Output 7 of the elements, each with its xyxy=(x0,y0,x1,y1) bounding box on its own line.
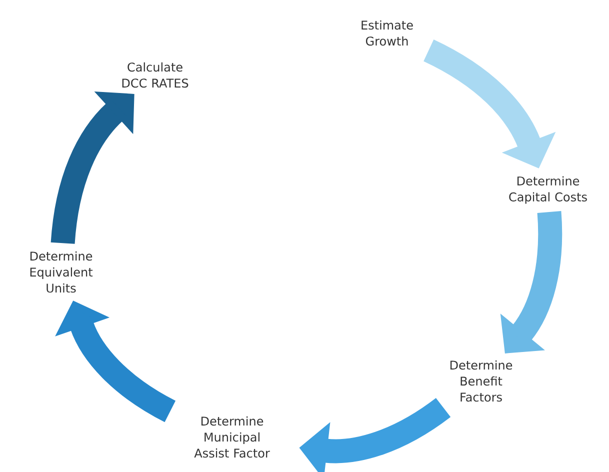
step-label: Determine Benefit Factors xyxy=(450,360,512,402)
step-label: Determine Capital Costs xyxy=(509,176,587,204)
curved-arrow xyxy=(50,91,134,244)
step-label: Determine Equivalent Units xyxy=(30,251,93,293)
step-label: Calculate DCC RATES xyxy=(122,62,188,88)
step-label: Determine Municipal Assist Factor xyxy=(194,416,270,458)
step-label: Estimate Growth xyxy=(362,20,413,46)
